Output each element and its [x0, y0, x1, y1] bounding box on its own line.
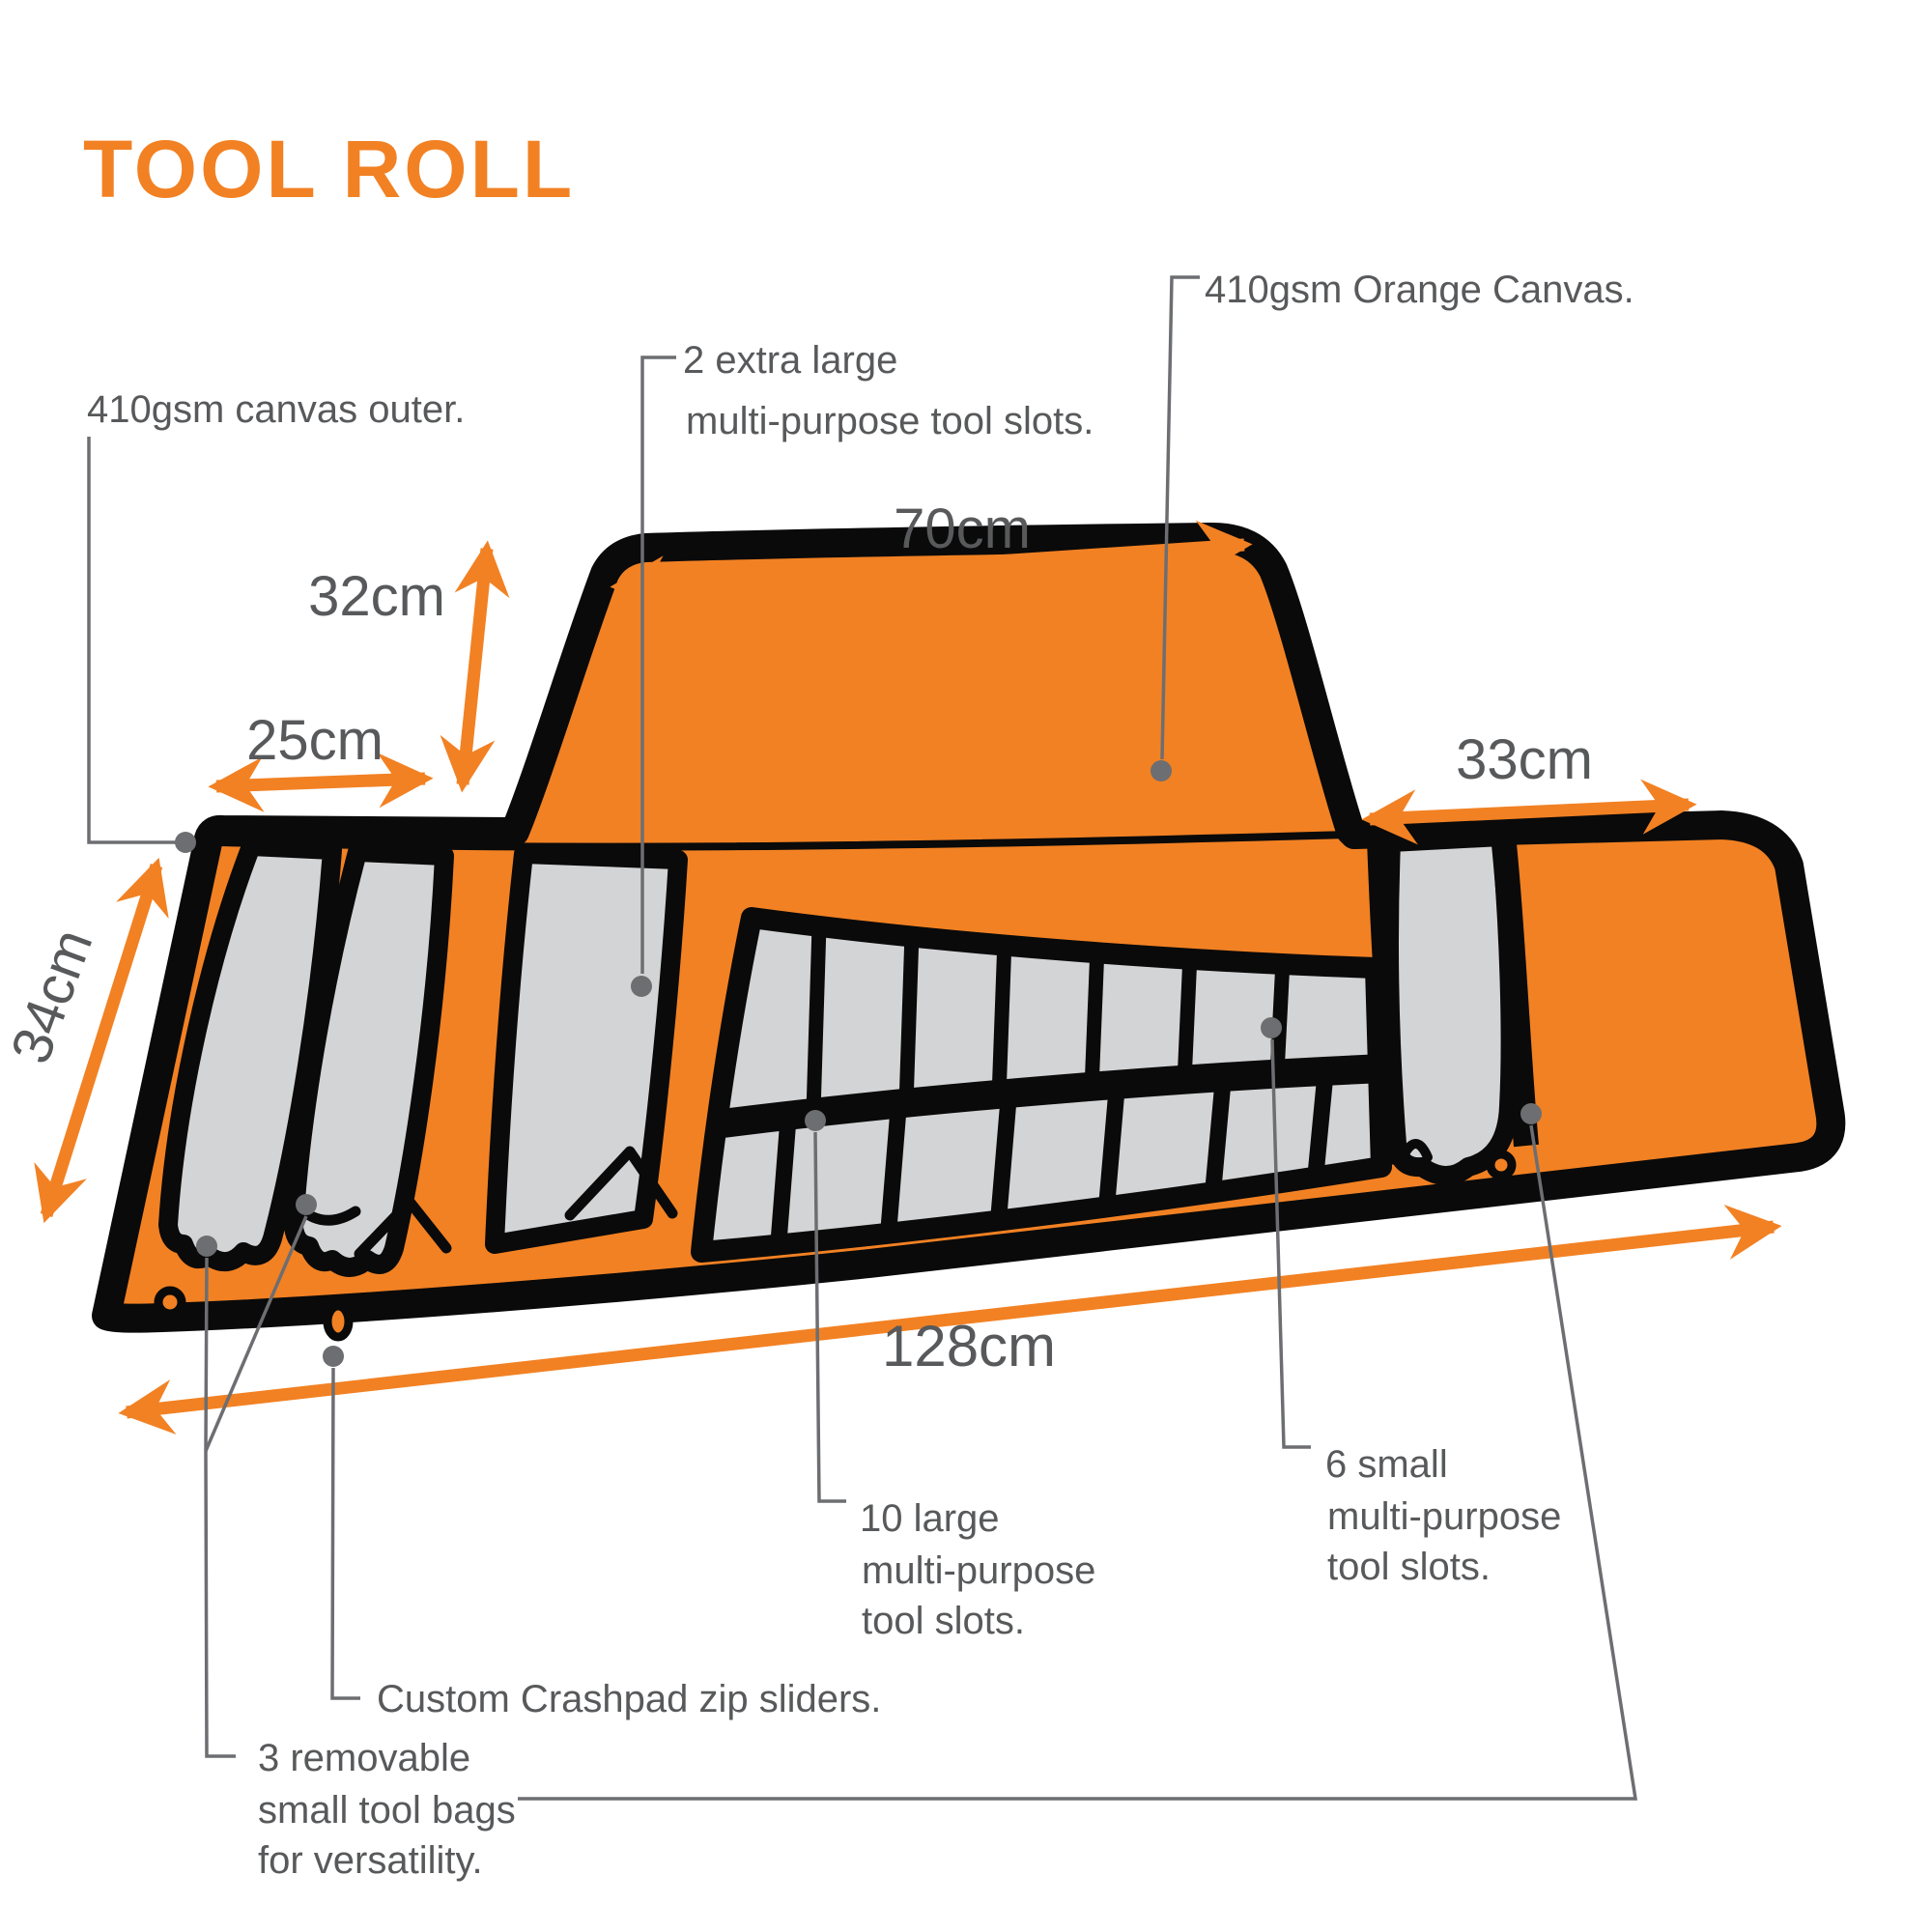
- annotation-orange-canvas: 410gsm Orange Canvas.: [1205, 269, 1634, 311]
- label-128cm: 128cm: [882, 1314, 1056, 1378]
- dot-bag-right: [1520, 1103, 1542, 1124]
- leader-zip-sliders: [330, 1367, 360, 1700]
- label-25cm: 25cm: [246, 709, 384, 772]
- page-title: TOOL ROLL: [83, 124, 575, 214]
- dot-10-large: [805, 1110, 826, 1131]
- dot-canvas-outer: [175, 832, 196, 853]
- dot-bag-left-1: [196, 1236, 217, 1257]
- arrow-25cm: [208, 753, 434, 812]
- tool-roll-illustration: [92, 523, 1846, 1342]
- right-bag: [1379, 827, 1520, 1185]
- dimension-arrows: [34, 520, 1782, 1435]
- leader-bags-left-2: [204, 1215, 308, 1452]
- leader-bags-left-1: [204, 1257, 236, 1758]
- annotation-zip-sliders: Custom Crashpad zip sliders.: [377, 1678, 881, 1720]
- label-70cm: 70cm: [894, 497, 1031, 560]
- small-slot-dividers: [806, 924, 1291, 1114]
- zip-slider-middle-icon: [323, 1301, 354, 1342]
- dot-extra-large: [631, 976, 652, 997]
- annotation-6-small-line1: 6 small: [1325, 1443, 1448, 1486]
- zip-slider-right-icon: [1486, 1150, 1517, 1180]
- leader-10-large: [813, 1131, 846, 1503]
- leader-bags-right: [518, 1124, 1638, 1801]
- annotation-10-large-line3: tool slots.: [862, 1600, 1025, 1642]
- label-34cm: 34cm: [0, 922, 104, 1072]
- crinkle-mark-4: [1398, 1139, 1433, 1162]
- annotation-removable-line1: 3 removable: [258, 1737, 470, 1779]
- leader-orange-canvas: [1160, 275, 1200, 760]
- annotation-canvas-outer: 410gsm canvas outer.: [87, 388, 465, 431]
- leader-canvas-outer: [87, 437, 178, 844]
- dot-6-small: [1261, 1017, 1282, 1038]
- dot-orange-canvas: [1151, 760, 1172, 781]
- leader-6-small: [1270, 1038, 1311, 1449]
- arrow-33cm: [1361, 779, 1697, 845]
- label-32cm: 32cm: [308, 565, 445, 628]
- annotation-extra-large-line2: multi-purpose tool slots.: [686, 400, 1094, 442]
- arrow-32cm: [440, 540, 510, 793]
- arrow-70cm: [610, 520, 1253, 611]
- annotation-6-small-line2: multi-purpose: [1327, 1495, 1561, 1538]
- dot-zip-sliders: [323, 1346, 344, 1367]
- annotation-10-large-line2: multi-purpose: [862, 1549, 1095, 1592]
- annotation-10-large-line1: 10 large: [860, 1497, 1000, 1540]
- label-33cm: 33cm: [1456, 728, 1593, 791]
- annotation-removable-line3: for versatility.: [258, 1839, 483, 1882]
- zip-slider-left-icon: [154, 1286, 186, 1319]
- leader-extra-large: [640, 355, 676, 974]
- leader-dots: [175, 760, 1542, 1367]
- annotation-6-small-line3: tool slots.: [1327, 1546, 1491, 1588]
- annotation-removable-line2: small tool bags: [258, 1789, 516, 1832]
- dot-bag-left-2: [296, 1194, 317, 1215]
- annotation-extra-large-line1: 2 extra large: [683, 339, 897, 382]
- arrow-128cm: [118, 1205, 1782, 1435]
- arrow-34cm: [34, 857, 169, 1224]
- leader-lines: [87, 275, 1638, 1801]
- crinkle-mark-3: [564, 1146, 678, 1221]
